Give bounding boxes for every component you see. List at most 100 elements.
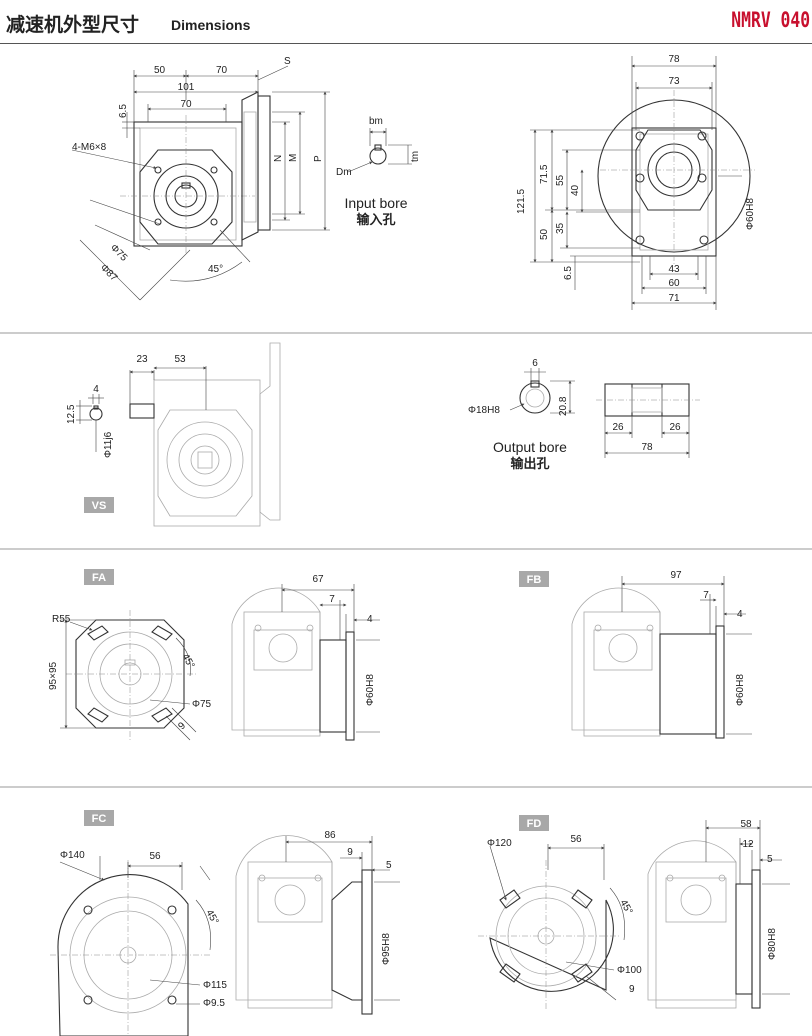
dim-r55: R55 (52, 614, 71, 625)
dim-phi120: Φ120 (487, 838, 512, 849)
fa-badge-label: FA (92, 572, 106, 584)
dim-20-8: 20.8 (558, 396, 569, 416)
dim-4-fa: 4 (367, 614, 373, 625)
output-bore-label: Output bore (493, 439, 567, 455)
dim-56-fd: 56 (570, 834, 582, 845)
dim-50-right: 50 (539, 228, 550, 240)
dim-71: 71 (668, 293, 680, 304)
dim-58: 58 (740, 819, 752, 830)
fa-side-view (231, 584, 380, 741)
dim-78-shaft: 78 (641, 442, 653, 453)
dim-S: S (284, 56, 291, 67)
fd-flange-view (478, 844, 625, 1010)
fb-side-view (571, 576, 752, 739)
dim-phi11j6: Φ11j6 (103, 431, 114, 458)
dim-121-5: 121.5 (516, 189, 527, 214)
fc-badge: FC (84, 810, 114, 826)
vs-badge-label: VS (92, 500, 107, 512)
fa-badge: FA (84, 569, 114, 585)
fd-side-view (647, 820, 790, 1009)
dim-56-fc: 56 (149, 851, 161, 862)
dim-53: 53 (174, 354, 186, 365)
dim-45-fd: 45° (617, 898, 634, 917)
dim-86: 86 (324, 830, 336, 841)
dim-5-fd: 5 (767, 854, 773, 865)
dim-phi87: Φ87 (98, 262, 120, 284)
dim-26-right: 26 (669, 422, 681, 433)
dim-6-5: 6.5 (118, 104, 129, 118)
dim-43: 43 (668, 264, 680, 275)
dim-4-vs: 4 (93, 384, 99, 395)
dim-phi60h8: Φ60H8 (745, 198, 756, 230)
dim-73: 73 (668, 76, 680, 87)
dim-P: P (313, 155, 324, 162)
dim-95x95: 95×95 (48, 661, 59, 690)
input-bore-detail (347, 128, 412, 173)
dim-23: 23 (136, 354, 148, 365)
fb-badge: FB (519, 571, 549, 587)
model-badge: NMRV 040 (731, 8, 810, 32)
dim-N: N (273, 155, 284, 162)
dim-70-inner: 70 (180, 99, 192, 110)
dim-12: 12 (742, 839, 754, 850)
dim-55: 55 (555, 174, 566, 186)
fb-badge-label: FB (527, 574, 542, 586)
output-bore-label-cn: 输出孔 (510, 456, 549, 472)
dim-9-fd: 9 (629, 984, 635, 995)
dim-70-top: 70 (216, 65, 228, 76)
dim-9-fa: 9 (176, 720, 188, 732)
output-shaft (596, 383, 700, 458)
dim-Dm: Dm (336, 167, 352, 178)
dim-50: 50 (154, 65, 166, 76)
vs-badge: VS (84, 497, 114, 513)
dim-40: 40 (570, 184, 581, 196)
front-view-dimensions (71, 65, 330, 301)
dim-45-fc: 45° (203, 908, 220, 927)
dim-phi95h8: Φ95H8 (381, 933, 392, 965)
header: 减速机外型尺寸 Dimensions NMRV 040 (0, 0, 812, 46)
dim-101: 101 (178, 82, 195, 93)
dim-5-fc: 5 (386, 860, 392, 871)
dim-67: 67 (312, 574, 324, 585)
fa-flange-view (60, 610, 197, 741)
dim-phi60h8-fb: Φ60H8 (735, 674, 746, 706)
dim-4-fb: 4 (737, 609, 743, 620)
dim-phi115: Φ115 (203, 980, 227, 991)
side-view-dimensions (530, 56, 742, 310)
dim-35: 35 (555, 222, 566, 234)
dim-phi75-fa: Φ75 (192, 699, 212, 710)
dim-phi140: Φ140 (60, 850, 85, 861)
dim-6-bore: 6 (532, 358, 538, 369)
fd-badge: FD (519, 815, 549, 831)
dim-tm: tm (410, 151, 421, 162)
dim-9-fc: 9 (347, 847, 353, 858)
dim-phi60h8-fa: Φ60H8 (365, 674, 376, 706)
dim-97: 97 (670, 570, 682, 581)
fc-side-view (235, 835, 400, 1015)
front-view (120, 91, 271, 255)
dim-78: 78 (668, 54, 680, 65)
dim-7-fb: 7 (703, 590, 709, 601)
dim-M: M (288, 154, 299, 162)
fc-flange-view (50, 856, 211, 1036)
fc-badge-label: FC (92, 813, 107, 825)
input-bore-label-cn: 输入孔 (356, 212, 395, 228)
dim-phi100: Φ100 (617, 965, 642, 976)
dim-bm: bm (369, 116, 383, 127)
dim-phi9-5: Φ9.5 (203, 998, 225, 1009)
dim-26-left: 26 (612, 422, 624, 433)
side-view (597, 90, 755, 265)
fd-badge-label: FD (527, 818, 542, 830)
dim-71-5: 71.5 (539, 164, 550, 184)
dim-phi80h8: Φ80H8 (767, 928, 778, 960)
dim-60: 60 (668, 278, 680, 289)
header-rule (0, 43, 812, 44)
dim-12-5: 12.5 (66, 404, 77, 424)
vs-view (76, 342, 281, 527)
output-bore-detail (509, 368, 575, 414)
input-bore-label: Input bore (344, 195, 407, 211)
dim-45deg: 45° (208, 264, 223, 275)
dim-holes: 4-M6×8 (72, 142, 107, 153)
dim-7-fa: 7 (329, 594, 335, 605)
